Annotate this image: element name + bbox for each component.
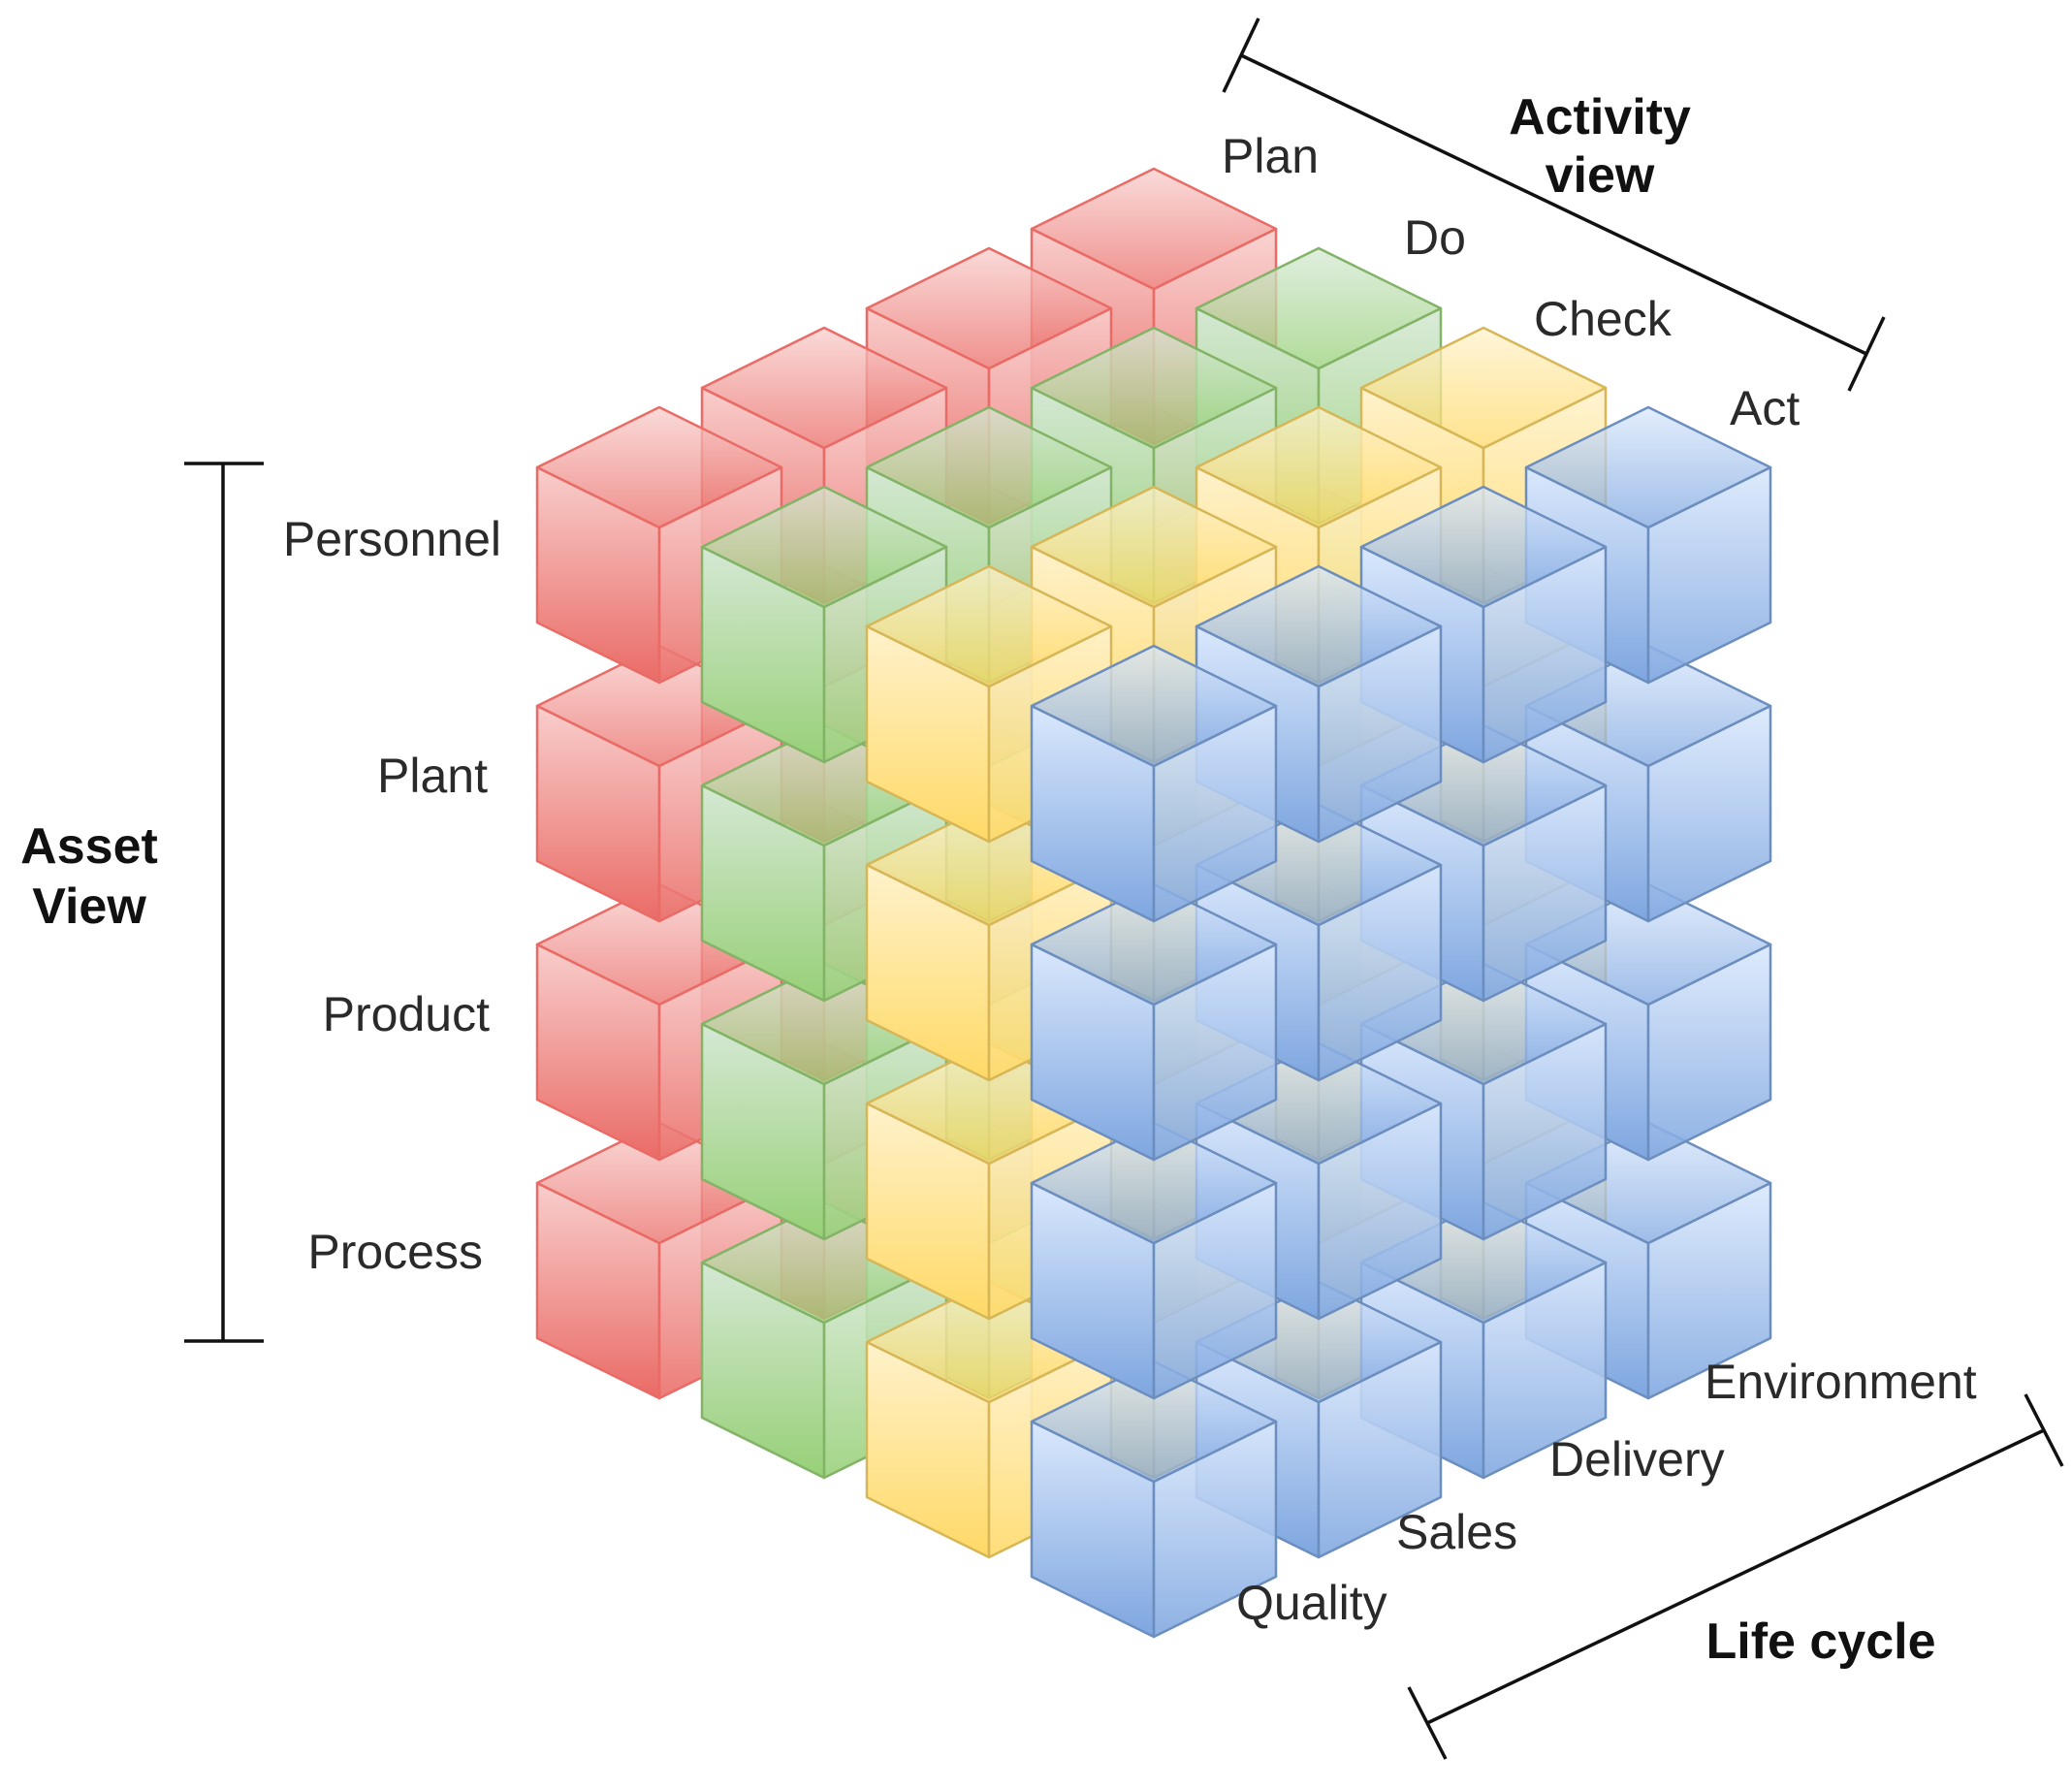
cube-check-lc3-row0-top-face xyxy=(1359,326,1608,450)
cube-act-lc0-row0-top-face xyxy=(1030,644,1278,768)
asset-label-personnel: Personnel xyxy=(283,512,501,566)
activity-label-act: Act xyxy=(1730,381,1800,435)
activity-label-check: Check xyxy=(1534,292,1673,346)
cube-plan-lc1-row0-top-face xyxy=(700,326,948,450)
cube-act-lc0-row1-top-face xyxy=(1030,882,1278,1007)
cube-check-lc1-row0-top-face xyxy=(1030,485,1278,609)
life-cycle-label-quality: Quality xyxy=(1236,1576,1387,1630)
asset-label-product: Product xyxy=(323,987,490,1041)
cube-act-lc2-row0-top-face xyxy=(1359,485,1608,609)
asset-view-bracket xyxy=(184,462,264,1343)
activity-label-plan: Plan xyxy=(1222,129,1319,183)
asset-label-plant: Plant xyxy=(377,749,488,803)
asset-label-process: Process xyxy=(307,1225,483,1279)
cube-act-lc0-row3 xyxy=(1030,1359,1278,1639)
cube-act-lc3-row0 xyxy=(1524,405,1772,685)
cube-grid xyxy=(535,167,1772,1639)
cube-plan-lc3-row0-top-face xyxy=(1030,167,1278,291)
life-cycle-bracket xyxy=(1407,1393,2064,1760)
life-cycle-label-delivery: Delivery xyxy=(1549,1432,1725,1486)
cube-act-lc3-row0-top-face xyxy=(1524,405,1772,529)
asset-view-title-line1: Asset xyxy=(20,818,158,875)
asset-view-title-line2: View xyxy=(32,879,146,935)
cube-act-lc0-row1 xyxy=(1030,882,1278,1162)
cube-act-lc0-row3-top-face xyxy=(1030,1359,1278,1484)
cube-plan-lc2-row0-top-face xyxy=(865,246,1113,370)
cube-do-lc2-row0-top-face xyxy=(1030,326,1278,450)
life-cycle-label-sales: Sales xyxy=(1396,1505,1517,1559)
cube-do-lc0-row0-top-face xyxy=(700,485,948,609)
activity-view-title-line2: view xyxy=(1546,147,1655,204)
activity-view-title-line1: Activity xyxy=(1509,89,1691,145)
cube-do-lc1-row0-top-face xyxy=(865,405,1113,529)
activity-view-bracket xyxy=(1222,17,1886,392)
life-cycle-title: Life cycle xyxy=(1705,1614,1935,1670)
cube-check-lc2-row0-top-face xyxy=(1195,405,1443,529)
cube-act-lc0-row2 xyxy=(1030,1121,1278,1400)
life-cycle-label-environment: Environment xyxy=(1705,1355,1977,1409)
activity-label-do: Do xyxy=(1404,210,1466,265)
cube-do-lc3-row0-top-face xyxy=(1195,246,1443,370)
cube-act-lc0-row0 xyxy=(1030,644,1278,923)
cube-act-lc0-row2-top-face xyxy=(1030,1121,1278,1245)
cube-check-lc0-row0-top-face xyxy=(865,564,1113,688)
cube-plan-lc0-row0-top-face xyxy=(535,405,783,529)
cube-act-lc1-row0-top-face xyxy=(1195,564,1443,688)
